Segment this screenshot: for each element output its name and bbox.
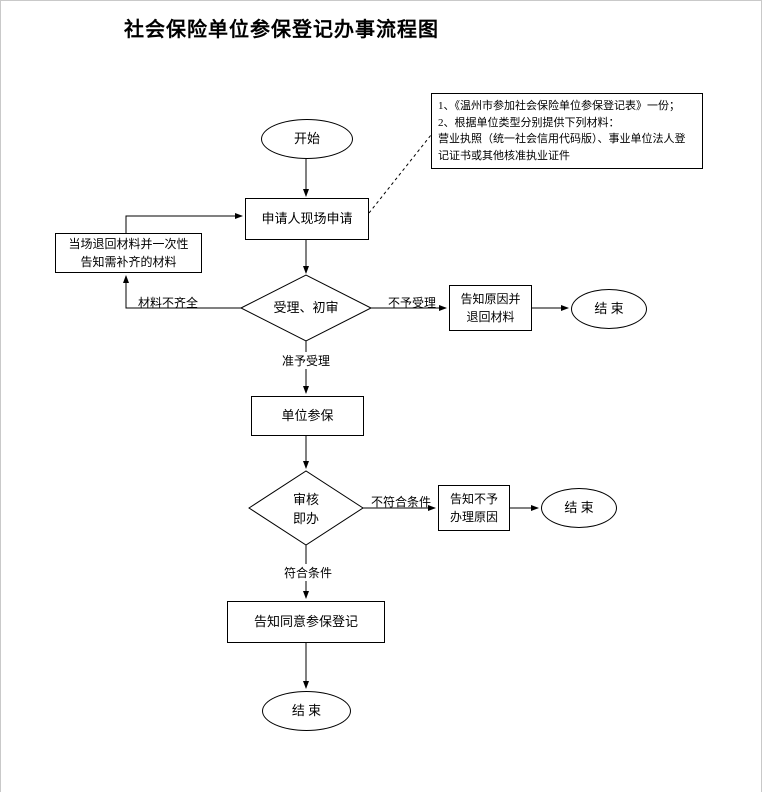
end-node-1: 结 束 [571,289,647,329]
reject-reason1-node: 告知原因并 退回材料 [449,285,532,331]
return-materials-node: 当场退回材料并一次性 告知需补齐的材料 [55,233,202,273]
review2-diamond-label: 审核 即办 [292,491,319,527]
label-accepted: 准予受理 [280,352,333,369]
label-materials-incomplete: 材料不齐全 [138,296,199,310]
label-not-accepted: 不予受理 [388,296,437,310]
label-qualified: 符合条件 [282,564,335,581]
end-node-3: 结 束 [262,691,351,731]
review1-diamond-shape [239,274,373,342]
review2-diamond-shape [248,470,364,546]
edge-returnbox-apply [125,213,243,233]
reject-reason2-node: 告知不予 办理原因 [438,485,510,531]
enroll-node: 单位参保 [251,396,364,436]
materials-note-box: 1、《温州市参加社会保险单位参保登记表》一份； 2、根据单位类型分别提供下列材料… [431,93,703,169]
agree-node: 告知同意参保登记 [227,601,385,643]
apply-node: 申请人现场申请 [245,198,369,240]
start-node: 开始 [261,119,353,159]
review1-diamond-label: 受理、初审 [273,300,339,316]
end-node-2: 结 束 [541,488,617,528]
label-not-qualified: 不符合条件 [371,495,432,509]
edge-note-dashed [368,134,432,214]
edge-review1-returnbox [123,275,241,309]
page-title: 社会保险单位参保登记办事流程图 [124,19,439,41]
